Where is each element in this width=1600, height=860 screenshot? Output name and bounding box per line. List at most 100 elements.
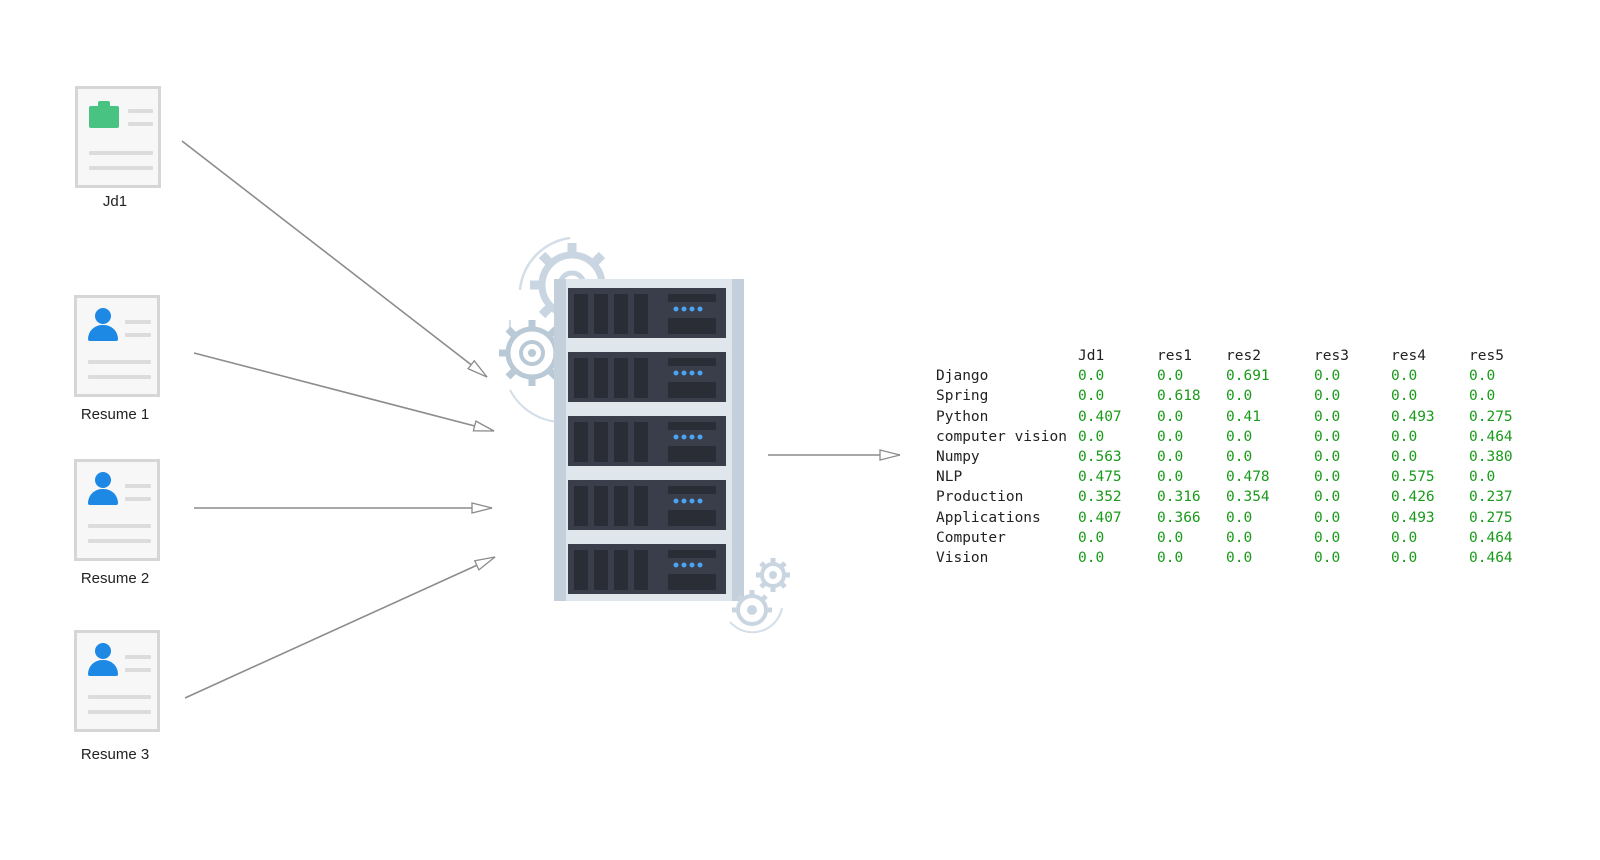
row-term-label: Django	[936, 368, 989, 385]
table-cell-value: 0.691	[1226, 368, 1270, 385]
table-cell-value: 0.275	[1469, 408, 1513, 425]
table-cell-value: 0.0	[1391, 549, 1418, 566]
table-cell-value: 0.0	[1157, 428, 1184, 445]
doc-line	[88, 524, 151, 528]
person-icon-body	[88, 660, 118, 676]
doc-line	[128, 122, 153, 126]
table-cell-value: 0.275	[1469, 509, 1513, 526]
doc-line	[88, 695, 151, 699]
column-header: res4	[1391, 348, 1426, 364]
table-cell-value: 0.0	[1391, 448, 1418, 465]
table-cell-value: 0.618	[1157, 388, 1201, 405]
table-cell-value: 0.366	[1157, 509, 1201, 526]
resume-document	[74, 295, 160, 397]
row-term-label: Vision	[936, 549, 989, 566]
table-cell-value: 0.316	[1157, 489, 1201, 506]
table-cell-value: 0.0	[1314, 549, 1341, 566]
doc-line	[125, 655, 151, 659]
doc-line	[88, 710, 151, 714]
table-cell-value: 0.464	[1469, 529, 1513, 546]
column-header: res2	[1226, 348, 1261, 364]
server-units	[568, 288, 726, 594]
table-cell-value: 0.0	[1314, 448, 1341, 465]
table-cell-value: 0.0	[1078, 549, 1105, 566]
doc-line	[89, 166, 153, 170]
table-cell-value: 0.41	[1226, 408, 1261, 425]
doc-line	[125, 333, 151, 337]
arrow-resume3-to-server	[184, 556, 496, 699]
table-cell-value: 0.0	[1314, 489, 1341, 506]
table-cell-value: 0.0	[1314, 368, 1341, 385]
table-cell-value: 0.0	[1469, 469, 1496, 486]
table-cell-value: 0.0	[1469, 368, 1496, 385]
person-icon	[95, 472, 111, 488]
row-term-label: Production	[936, 489, 1024, 506]
table-cell-value: 0.0	[1314, 509, 1341, 526]
table-cell-value: 0.475	[1078, 469, 1122, 486]
table-cell-value: 0.0	[1157, 448, 1184, 465]
table-cell-value: 0.0	[1226, 549, 1253, 566]
table-cell-value: 0.0	[1226, 388, 1253, 405]
table-cell-value: 0.380	[1469, 448, 1513, 465]
table-cell-value: 0.0	[1314, 388, 1341, 405]
table-cell-value: 0.0	[1157, 408, 1184, 425]
row-term-label: Computer	[936, 529, 1006, 546]
row-term-label: Numpy	[936, 448, 980, 465]
row-term-label: Spring	[936, 388, 989, 405]
table-cell-value: 0.0	[1078, 529, 1105, 546]
doc-line	[125, 320, 151, 324]
table-cell-value: 0.0	[1157, 368, 1184, 385]
table-cell-value: 0.352	[1078, 489, 1122, 506]
column-header: res3	[1314, 348, 1349, 364]
table-cell-value: 0.0	[1391, 368, 1418, 385]
table-cell-value: 0.426	[1391, 489, 1435, 506]
resume-document	[74, 630, 160, 732]
table-cell-value: 0.464	[1469, 549, 1513, 566]
table-cell-value: 0.0	[1391, 428, 1418, 445]
doc-line	[89, 151, 153, 155]
table-cell-value: 0.0	[1469, 388, 1496, 405]
resume1-label: Resume 1	[80, 406, 150, 423]
doc-line	[88, 375, 151, 379]
resume-document	[74, 459, 160, 561]
table-cell-value: 0.0	[1314, 469, 1341, 486]
table-cell-value: 0.0	[1157, 549, 1184, 566]
job-description-document	[75, 86, 161, 188]
table-cell-value: 0.0	[1226, 509, 1253, 526]
table-cell-value: 0.0	[1391, 529, 1418, 546]
table-cell-value: 0.0	[1391, 388, 1418, 405]
table-cell-value: 0.0	[1314, 428, 1341, 445]
server-rack-icon	[499, 236, 790, 634]
table-cell-value: 0.0	[1314, 408, 1341, 425]
doc-line	[125, 497, 151, 501]
arrow-resume1-to-server	[193, 352, 495, 432]
doc-line	[125, 484, 151, 488]
resume3-label: Resume 3	[80, 746, 150, 763]
doc-line	[88, 539, 151, 543]
column-header: res1	[1157, 348, 1192, 364]
resume2-label: Resume 2	[80, 570, 150, 587]
person-icon-body	[88, 325, 118, 341]
table-cell-value: 0.0	[1226, 448, 1253, 465]
table-cell-value: 0.0	[1314, 529, 1341, 546]
table-cell-value: 0.0	[1157, 469, 1184, 486]
row-term-label: Applications	[936, 509, 1041, 526]
table-cell-value: 0.478	[1226, 469, 1270, 486]
jd1-label: Jd1	[102, 193, 128, 210]
table-cell-value: 0.493	[1391, 408, 1435, 425]
table-cell-value: 0.354	[1226, 489, 1270, 506]
doc-line	[128, 109, 153, 113]
person-icon	[95, 308, 111, 324]
briefcase-icon	[89, 101, 119, 128]
doc-line	[125, 668, 151, 672]
row-term-label: computer vision	[936, 428, 1067, 445]
table-cell-value: 0.0	[1226, 529, 1253, 546]
arrow-jd1-to-server	[181, 140, 488, 378]
column-header: Jd1	[1078, 348, 1105, 364]
gear-icon	[729, 558, 790, 634]
row-term-label: Python	[936, 408, 989, 425]
doc-line	[88, 360, 151, 364]
table-cell-value: 0.464	[1469, 428, 1513, 445]
